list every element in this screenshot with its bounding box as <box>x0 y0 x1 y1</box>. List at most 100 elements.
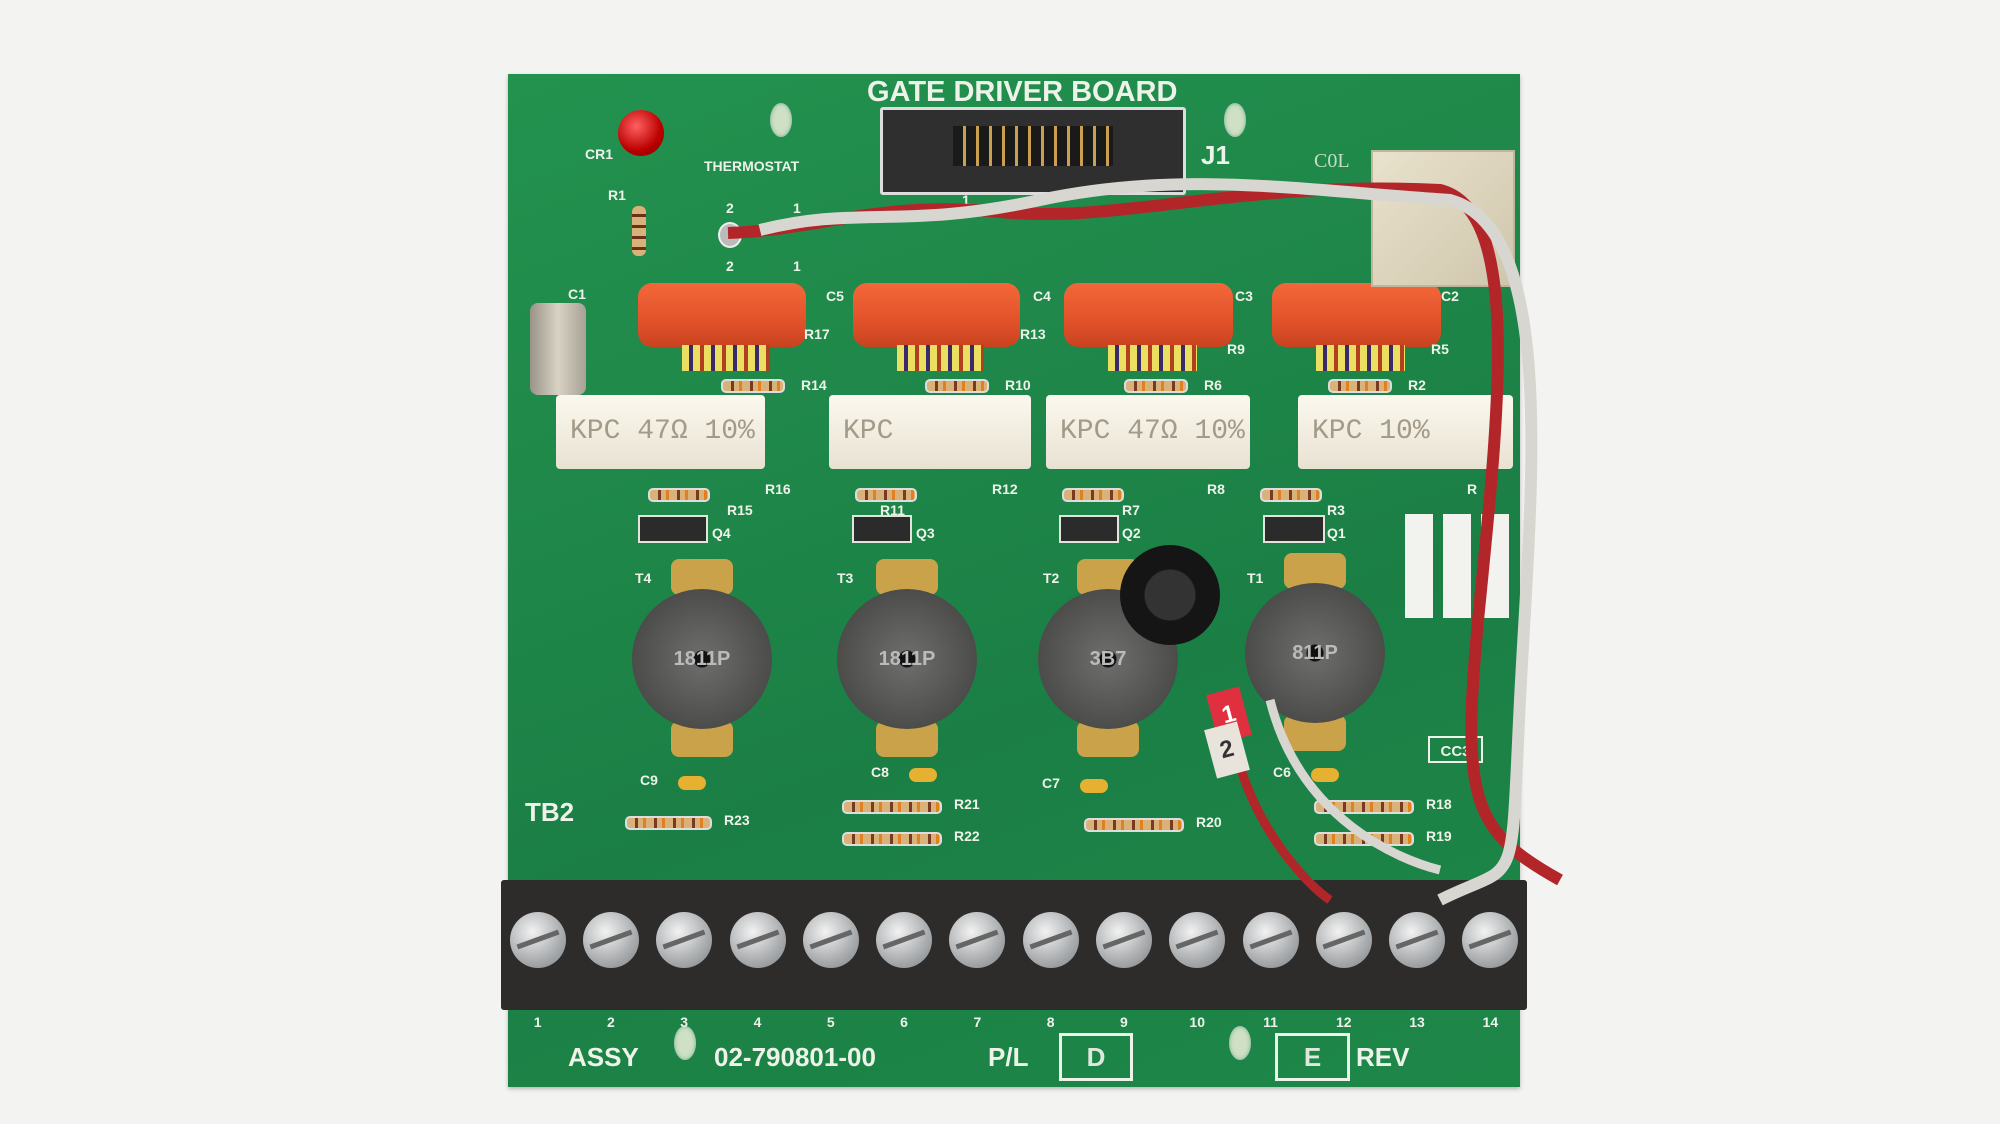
mounting-hole <box>770 103 792 137</box>
resistor-label: R2 <box>1408 377 1426 393</box>
power-resistor: KPC 47Ω 10% <box>556 395 765 469</box>
resistor <box>1124 379 1188 393</box>
resistor <box>1062 488 1124 502</box>
terminal-screw[interactable] <box>656 912 713 968</box>
capacitor-label: C2 <box>1441 288 1459 304</box>
resistor <box>648 488 710 502</box>
resistor-label: R21 <box>954 796 980 812</box>
transistor-label: Q2 <box>1122 525 1141 541</box>
resistor-bands <box>1316 345 1405 371</box>
transistor-label: Q1 <box>1327 525 1346 541</box>
resistor-label: R7 <box>1122 502 1140 518</box>
toroid-transformer: 811P <box>1245 583 1385 723</box>
resistor-label: R16 <box>765 481 791 497</box>
terminal-number: 4 <box>753 1014 762 1030</box>
capacitor-label: C6 <box>1273 764 1291 780</box>
power-resistor: KPC 10% <box>1298 395 1513 469</box>
led-cr1 <box>618 110 664 156</box>
ceramic-capacitor <box>1080 779 1108 793</box>
resistor-label: R18 <box>1426 796 1452 812</box>
capacitor-label: C8 <box>871 764 889 780</box>
terminal-number: 13 <box>1409 1014 1425 1030</box>
terminal-number: 7 <box>973 1014 982 1030</box>
resistor-label: R10 <box>1005 377 1031 393</box>
resistor <box>1084 818 1184 832</box>
terminal-number: 2 <box>607 1014 615 1030</box>
terminal-screw[interactable] <box>876 912 933 968</box>
resistor-label: R13 <box>1020 326 1046 342</box>
pl-box: D <box>1059 1033 1133 1081</box>
resistor-label: R15 <box>727 502 753 518</box>
terminal-screw[interactable] <box>802 912 859 968</box>
capacitor-label: C5 <box>826 288 844 304</box>
resistor-label: R22 <box>954 828 980 844</box>
toroid-transformer: 1811P <box>632 589 772 729</box>
transistor-label: Q3 <box>916 525 935 541</box>
resistor-label: R5 <box>1431 341 1449 357</box>
transformer-label: T2 <box>1043 570 1060 586</box>
terminal-screw[interactable] <box>1462 912 1519 968</box>
resistor-label: R11 <box>880 502 905 518</box>
terminal-number: 14 <box>1482 1014 1499 1030</box>
resistor-label: R9 <box>1227 341 1245 357</box>
rev-box: E <box>1275 1033 1350 1081</box>
resistor-label: R19 <box>1426 828 1452 844</box>
terminal-screw[interactable] <box>1242 912 1299 968</box>
j1-pin1-label: 1 <box>962 192 970 208</box>
transformer-label: T1 <box>1247 570 1264 586</box>
j1-connector <box>880 107 1186 195</box>
resistor-r1 <box>632 206 646 256</box>
rev-label: REV <box>1356 1042 1410 1072</box>
assy-label: ASSY <box>568 1042 639 1072</box>
terminal-number: 9 <box>1120 1014 1128 1030</box>
transformer-label: T4 <box>635 570 652 586</box>
resistor-label: R23 <box>724 812 750 828</box>
pin-label: 2 <box>726 200 734 216</box>
pin-label: 1 <box>793 200 801 216</box>
transistor <box>638 515 708 543</box>
resistor-label: R17 <box>804 326 830 342</box>
resistor <box>1328 379 1392 393</box>
mounting-hole <box>674 1026 696 1060</box>
pin-label: 2 <box>726 258 734 274</box>
terminal-screw[interactable] <box>1022 912 1079 968</box>
terminal-screw[interactable] <box>1315 912 1372 968</box>
film-capacitor <box>853 283 1020 347</box>
thermostat-label: THERMOSTAT <box>704 158 800 174</box>
terminal-screw[interactable] <box>509 912 566 968</box>
resistor-label: R <box>1467 481 1478 497</box>
resistor-bands <box>682 345 770 371</box>
pl-label: P/L <box>988 1042 1029 1072</box>
ceramic-capacitor <box>909 768 937 782</box>
terminal-screw[interactable] <box>1095 912 1152 968</box>
logo-code-label: CC3 <box>1428 736 1483 763</box>
mounting-hole <box>1224 103 1246 137</box>
terminal-screw[interactable] <box>949 912 1006 968</box>
resistor-label: R20 <box>1196 814 1222 830</box>
terminal-screw[interactable] <box>729 912 786 968</box>
film-capacitor <box>638 283 806 347</box>
board-title: GATE DRIVER BOARD <box>867 76 1178 108</box>
resistor <box>721 379 785 393</box>
tb2-label: TB2 <box>525 797 575 827</box>
ceramic-capacitor <box>678 776 706 790</box>
capacitor-label: C9 <box>640 772 658 788</box>
resistor <box>855 488 917 502</box>
terminal-screw[interactable] <box>582 912 639 968</box>
terminal-screw[interactable] <box>1169 912 1226 968</box>
capacitor-label: C7 <box>1042 775 1060 791</box>
resistor <box>625 816 712 830</box>
terminal-number: 6 <box>900 1014 908 1030</box>
terminal-screw[interactable] <box>1389 912 1446 968</box>
terminal-number: 5 <box>826 1014 835 1030</box>
resistor-label: R14 <box>801 377 827 393</box>
resistor <box>842 800 942 814</box>
transformer-label: T3 <box>837 570 854 586</box>
terminal-number: 1 <box>533 1014 542 1030</box>
handwritten-mark: C0L <box>1314 150 1350 172</box>
ceramic-capacitor <box>1311 768 1339 782</box>
resistor-bands <box>897 345 984 371</box>
terminal-number: 12 <box>1335 1014 1352 1030</box>
cr1-label: CR1 <box>585 146 614 162</box>
